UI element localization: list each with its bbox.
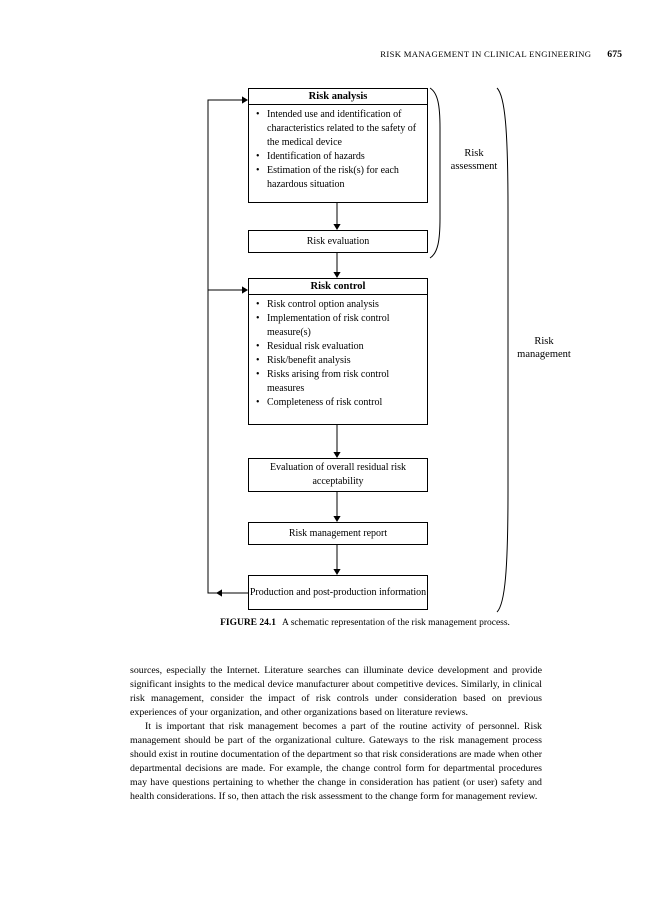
production-information-box: Production and post-production informati… — [248, 575, 428, 610]
risk-management-brace-label: Risk management — [517, 336, 571, 360]
arrowhead-down-icon — [333, 224, 341, 230]
bullet-item: Residual risk evaluation — [256, 340, 424, 354]
risk-control-box: Risk control Risk control option analysi… — [248, 278, 428, 425]
risk-management-report-box: Risk management report — [248, 522, 428, 545]
bullet-item: Implementation of risk control measure(s… — [256, 312, 424, 340]
risk-evaluation-label: Risk evaluation — [306, 235, 370, 247]
residual-risk-acceptability-box: Evaluation of overall residual risk acce… — [248, 458, 428, 492]
risk-analysis-bullet-list: Intended use and identification of chara… — [249, 105, 427, 192]
running-head-title: RISK MANAGEMENT IN CLINICAL ENGINEERING — [380, 49, 592, 59]
risk-management-flowchart: Risk analysis Intended use and identific… — [0, 0, 670, 660]
body-text: sources, especially the Internet. Litera… — [130, 664, 542, 804]
bullet-item: Risks arising from risk control measures — [256, 368, 424, 396]
risk-analysis-box: Risk analysis Intended use and identific… — [248, 88, 428, 203]
bullet-item: Risk/benefit analysis — [256, 354, 424, 368]
risk-assessment-brace — [429, 87, 441, 259]
feedback-line-production-to-analysis — [207, 99, 248, 594]
bullet-item: Risk control option analysis — [256, 298, 424, 312]
flowchart-connectors — [207, 87, 509, 613]
arrowhead-left-icon — [216, 589, 222, 597]
figure-caption: FIGURE 24.1 A schematic representation of… — [130, 618, 600, 628]
arrowhead-down-icon — [333, 569, 341, 575]
risk-control-bullet-list: Risk control option analysis Implementat… — [249, 295, 427, 410]
arrowhead-down-icon — [333, 516, 341, 522]
production-label: Production and post-production informati… — [249, 586, 427, 598]
risk-analysis-title: Risk analysis — [249, 89, 427, 105]
arrowhead-down-icon — [333, 452, 341, 458]
figure-caption-text: A schematic representation of the risk m… — [282, 618, 510, 628]
risk-evaluation-box: Risk evaluation — [248, 230, 428, 253]
risk-control-title: Risk control — [249, 279, 427, 295]
running-head: RISK MANAGEMENT IN CLINICAL ENGINEERING 6… — [0, 44, 622, 62]
page-number: 675 — [607, 49, 622, 60]
arrowhead-right-icon — [242, 286, 248, 294]
arrowhead-down-icon — [333, 272, 341, 278]
bullet-item: Identification of hazards — [256, 150, 424, 164]
arrowhead-right-icon — [242, 96, 248, 104]
bullet-item: Intended use and identification of chara… — [256, 108, 424, 150]
body-paragraph-1: sources, especially the Internet. Litera… — [130, 665, 542, 718]
risk-assessment-brace-label: Risk assessment — [450, 148, 498, 172]
risk-management-brace — [496, 87, 509, 613]
report-label: Risk management report — [288, 527, 388, 539]
body-paragraph-2: It is important that risk management bec… — [130, 721, 542, 802]
figure-caption-label: FIGURE 24.1 — [220, 618, 277, 628]
residual-risk-label: Evaluation of overall residual risk acce… — [269, 462, 407, 487]
bullet-item: Estimation of the risk(s) for each hazar… — [256, 164, 424, 192]
bullet-item: Completeness of risk control — [256, 396, 424, 410]
